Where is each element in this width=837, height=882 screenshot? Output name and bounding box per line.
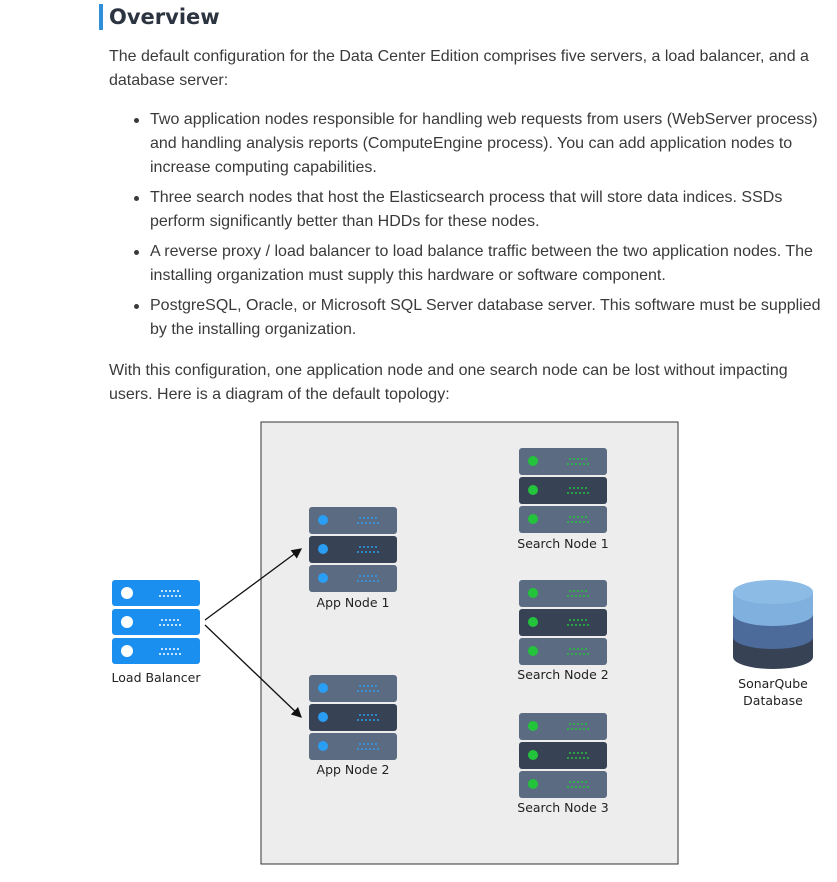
app-node-1-icon (309, 507, 397, 592)
search-node-3-icon (519, 713, 607, 798)
page-title: Overview (109, 5, 220, 29)
server-list: Two application nodes responsible for ha… (109, 108, 825, 348)
database-icon (733, 580, 813, 669)
list-item: A reverse proxy / load balancer to load … (109, 240, 825, 288)
arrow-to-app-node-2 (204, 624, 302, 718)
section-heading: Overview (99, 2, 220, 32)
heading-accent-bar (99, 4, 103, 30)
database-label-line-1: SonarQube (738, 676, 808, 691)
list-item: Three search nodes that host the Elastic… (109, 186, 825, 234)
app-node-1-label: App Node 1 (317, 595, 390, 610)
list-item: PostgreSQL, Oracle, or Microsoft SQL Ser… (109, 294, 825, 342)
cluster-box (260, 421, 679, 865)
closing-paragraph: With this configuration, one application… (109, 362, 788, 403)
search-node-1-label: Search Node 1 (517, 536, 608, 551)
intro-paragraph: The default configuration for the Data C… (109, 48, 809, 89)
load-balancer-label: Load Balancer (112, 670, 202, 685)
arrow-to-app-node-1 (204, 548, 303, 621)
search-node-1-icon (519, 448, 607, 533)
load-balancer-icon (112, 580, 200, 664)
app-node-2-icon (309, 675, 397, 760)
search-node-2-icon (519, 580, 607, 665)
search-node-3-label: Search Node 3 (517, 800, 608, 815)
search-node-2-label: Search Node 2 (517, 667, 608, 682)
list-item: Two application nodes responsible for ha… (109, 108, 825, 180)
database-label-line-2: Database (743, 693, 803, 708)
app-node-2-label: App Node 2 (317, 762, 390, 777)
